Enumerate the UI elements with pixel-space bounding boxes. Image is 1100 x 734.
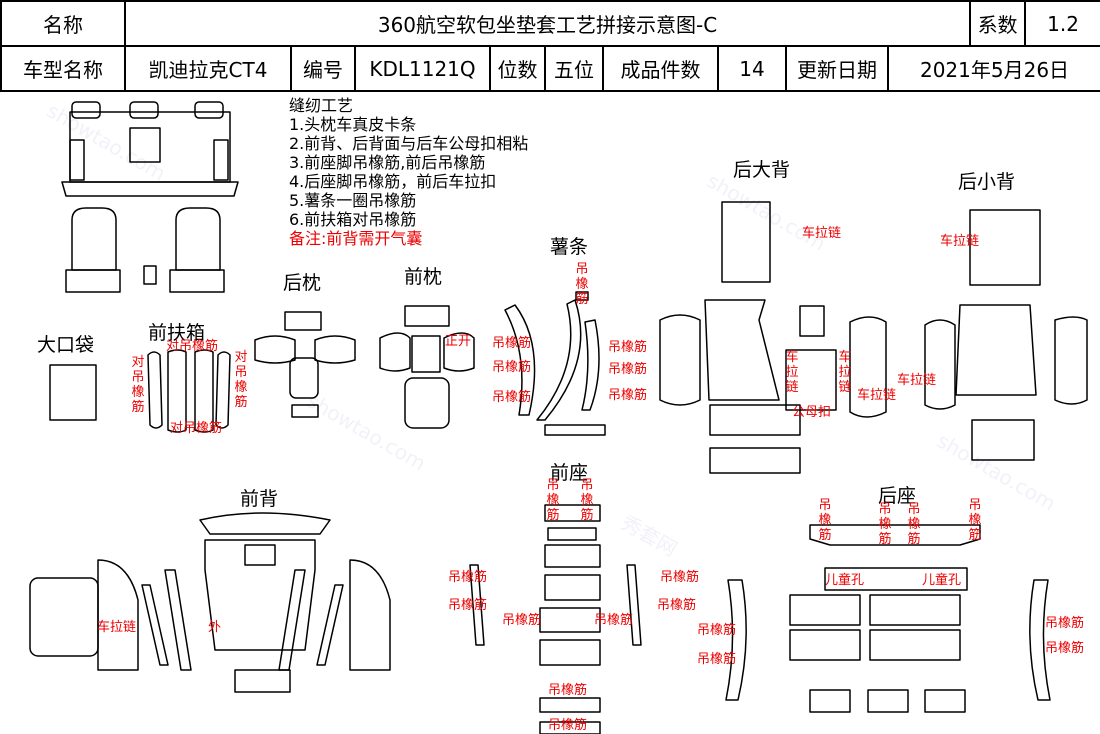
- label-front-pillow: 前枕: [404, 266, 443, 288]
- coef-value: 1.2: [1024, 0, 1100, 47]
- seats-value: 五位: [544, 45, 604, 92]
- label-rear-small-back: 后小背: [958, 171, 1016, 193]
- annot-hang: 吊橡筋: [1045, 616, 1085, 631]
- annot-child-hole: 儿童孔: [825, 573, 865, 588]
- annot-hang-vertical: 吊橡筋: [818, 498, 832, 543]
- note-item: 6.前扶箱对吊橡筋: [289, 210, 417, 229]
- annot-open: 正开: [445, 334, 472, 349]
- annot-hang: 吊橡筋: [492, 336, 532, 351]
- annot-hang: 吊橡筋: [608, 340, 648, 355]
- label-big-pocket: 大口袋: [37, 334, 95, 356]
- rear-small-back-shapes: [924, 209, 1088, 461]
- header-table: 名称 360航空软包坐垫套工艺拼接示意图-C 系数 1.2 车型名称 凯迪拉克C…: [0, 0, 1100, 92]
- annot-zipper: 车拉链: [940, 234, 980, 249]
- note-item: 1.头枕车真皮卡条: [289, 115, 417, 134]
- fries-shapes: [504, 291, 606, 436]
- date-label: 更新日期: [785, 45, 889, 92]
- annot-hang: 吊橡筋: [448, 598, 488, 613]
- pieces-value: 14: [717, 45, 787, 92]
- annot-hang: 吊橡筋: [608, 362, 648, 377]
- note-item: 2.前背、后背面与后车公母扣相粘: [289, 134, 529, 153]
- note-item: 3.前座脚吊橡筋,前后吊橡筋: [289, 153, 486, 172]
- model-value: 凯迪拉克CT4: [124, 45, 292, 92]
- big-pocket-shape: [49, 364, 97, 421]
- annot-hang: 吊橡筋: [608, 388, 648, 403]
- annot-hang: 吊橡筋: [548, 683, 588, 698]
- rear-big-back-shapes: [659, 201, 887, 474]
- seats-label: 位数: [489, 45, 546, 92]
- label-rear-big-back: 后大背: [733, 159, 791, 181]
- annot-hang: 吊橡筋: [492, 390, 532, 405]
- code-label: 编号: [290, 45, 356, 92]
- annot-dui-hang-vertical: 对吊橡筋: [234, 350, 248, 410]
- code-value: KDL1121Q: [354, 45, 491, 92]
- pieces-label: 成品件数: [602, 45, 719, 92]
- annot-zipper-vertical: 车拉链: [785, 350, 799, 395]
- front-back-shapes: [29, 512, 391, 693]
- note-item: 4.后座脚吊橡筋，前后车拉扣: [289, 172, 497, 191]
- note-item: 5.薯条一圈吊橡筋: [289, 191, 417, 210]
- notes-remark: 备注:前背需开气囊: [289, 229, 423, 248]
- annot-zipper-vertical: 车拉链: [838, 350, 852, 395]
- annot-hang: 吊橡筋: [502, 613, 542, 628]
- annot-hang-vertical: 吊橡筋: [907, 502, 921, 547]
- rear-seat-shapes: [725, 524, 1051, 713]
- seat-overview-icon: [61, 101, 239, 293]
- front-seat-shapes: [469, 504, 642, 734]
- annot-dui-hang: 对吊橡筋: [170, 421, 223, 436]
- label-front-armrest: 前扶箱: [148, 322, 206, 344]
- annot-hang: 吊橡筋: [548, 718, 588, 733]
- annot-hang-vertical: 吊橡筋: [575, 262, 589, 307]
- label-rear-pillow: 后枕: [283, 272, 322, 294]
- annot-hang: 吊橡筋: [492, 360, 532, 375]
- pattern-drawing: [29, 101, 1088, 734]
- annot-hang: 吊橡筋: [1045, 641, 1085, 656]
- label-front-seat: 前座: [550, 462, 589, 484]
- annot-hang: 吊橡筋: [657, 598, 697, 613]
- annot-zipper: 车拉链: [897, 373, 937, 388]
- label-rear-seat: 后座: [878, 485, 917, 507]
- annot-hang: 吊橡筋: [660, 570, 700, 585]
- annot-dui-hang: 对吊橡筋: [166, 339, 219, 354]
- page-title: 360航空软包坐垫套工艺拼接示意图-C: [123, 0, 972, 47]
- front-pillow-shapes: [379, 305, 475, 429]
- date-value: 2021年5月26日: [886, 45, 1100, 92]
- annot-hang: 吊橡筋: [697, 623, 737, 638]
- annot-hang-vertical: 吊橡筋: [546, 478, 560, 523]
- name-label: 名称: [0, 0, 126, 47]
- annot-hang: 吊橡筋: [594, 613, 634, 628]
- annot-hang-vertical: 吊橡筋: [968, 498, 982, 543]
- annot-hang: 吊橡筋: [697, 652, 737, 667]
- rear-pillow-shapes: [254, 311, 356, 418]
- annot-child-hole: 儿童孔: [922, 573, 962, 588]
- front-armrest-shapes: [147, 349, 231, 433]
- annot-hang: 吊橡筋: [448, 570, 488, 585]
- annot-dui-hang-vertical: 对吊橡筋: [131, 355, 145, 415]
- label-fries: 薯条: [550, 236, 589, 258]
- model-label: 车型名称: [0, 45, 126, 92]
- annot-hang-vertical: 吊橡筋: [580, 478, 594, 523]
- label-front-back: 前背: [240, 488, 279, 510]
- annot-outer: 外: [208, 620, 222, 635]
- annot-snap: 公母扣: [792, 405, 832, 420]
- annot-zipper: 车拉链: [857, 388, 897, 403]
- coef-label: 系数: [969, 0, 1027, 47]
- notes-title: 缝纫工艺: [289, 96, 354, 115]
- annot-zipper: 车拉链: [97, 620, 137, 635]
- sewing-notes: 缝纫工艺 1.头枕车真皮卡条 2.前背、后背面与后车公母扣相粘 3.前座脚吊橡筋…: [289, 96, 528, 248]
- annot-hang-vertical: 吊橡筋: [878, 502, 892, 547]
- annot-zipper: 车拉链: [802, 226, 842, 241]
